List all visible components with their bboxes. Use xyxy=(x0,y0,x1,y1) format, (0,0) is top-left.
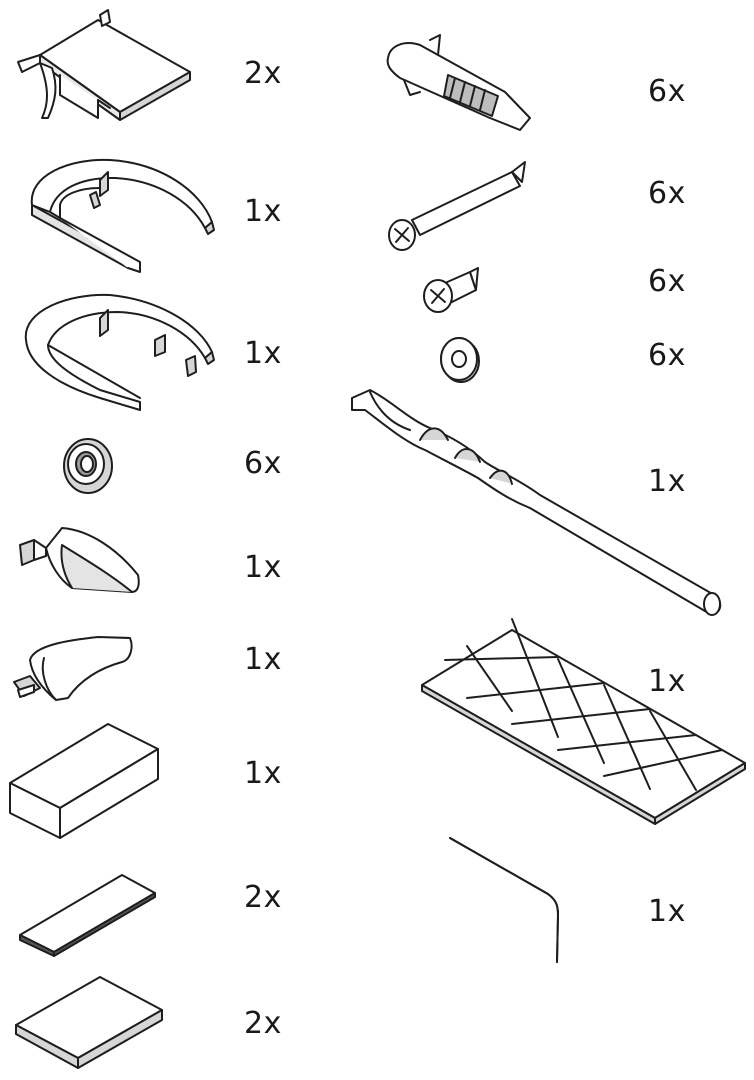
qty-long-screw: 6x xyxy=(648,176,686,211)
drill-bit-drawing xyxy=(351,389,722,616)
qty-pad: 2x xyxy=(244,1006,282,1041)
qty-u-frame-a: 1x xyxy=(244,194,282,229)
strip-thin-drawing xyxy=(19,874,156,957)
qty-washer: 6x xyxy=(648,338,686,373)
clip-bracket-drawing xyxy=(17,9,191,121)
qty-u-frame-b: 1x xyxy=(244,336,282,371)
qty-strip-thin: 2x xyxy=(244,880,282,915)
hex-key-drawing xyxy=(449,837,559,963)
qty-adhesive-sheet: 1x xyxy=(648,664,686,699)
u-frame-a-drawing xyxy=(30,158,215,273)
qty-end-cap-a: 1x xyxy=(244,550,282,585)
end-cap-a-drawing xyxy=(19,527,140,593)
adhesive-sheet-drawing xyxy=(421,618,746,825)
qty-clip-bracket: 2x xyxy=(244,56,282,91)
qty-end-cap-b: 1x xyxy=(244,642,282,677)
long-screw-drawing xyxy=(388,161,526,251)
wall-plug-drawing xyxy=(386,34,531,131)
qty-block: 1x xyxy=(244,756,282,791)
qty-hex-key: 1x xyxy=(648,894,686,929)
short-screw-drawing xyxy=(423,267,479,313)
u-frame-b-drawing xyxy=(24,293,215,411)
qty-wall-plug: 6x xyxy=(648,74,686,109)
qty-drill-bit: 1x xyxy=(648,464,686,499)
qty-grommet: 6x xyxy=(244,446,282,481)
block-drawing xyxy=(9,723,159,839)
pad-drawing xyxy=(15,976,163,1069)
end-cap-b-drawing xyxy=(13,636,133,701)
washer-drawing xyxy=(440,337,480,383)
grommet-drawing xyxy=(63,438,113,494)
qty-short-screw: 6x xyxy=(648,264,686,299)
